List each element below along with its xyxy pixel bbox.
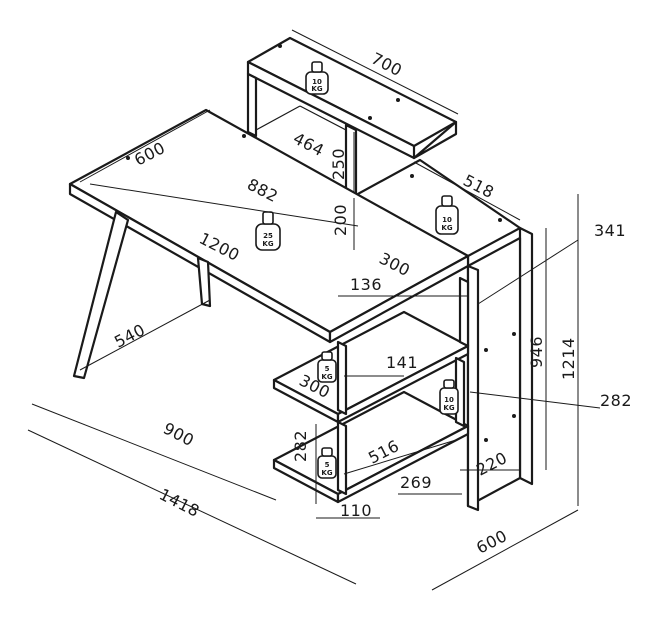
top-shelf-unit [246, 36, 458, 197]
svg-text:KG: KG [321, 373, 332, 381]
svg-text:10: 10 [442, 216, 452, 224]
right-side-panel [466, 236, 522, 512]
dim-269: 269 [400, 473, 432, 492]
dim-700: 700 [368, 49, 405, 80]
svg-text:5: 5 [325, 365, 330, 373]
dim-136: 136 [350, 275, 382, 294]
svg-text:KG: KG [262, 240, 273, 248]
weight-lower-right: 10 KG [439, 379, 459, 415]
dim-341: 341 [594, 221, 626, 240]
dim-110: 110 [340, 501, 372, 520]
svg-text:KG: KG [321, 469, 332, 477]
svg-text:10: 10 [444, 396, 454, 404]
svg-text:KG: KG [311, 85, 322, 93]
svg-text:10: 10 [312, 78, 322, 86]
dim-900: 900 [160, 419, 197, 450]
svg-text:25: 25 [263, 232, 273, 240]
dim-1418: 1418 [156, 485, 203, 521]
middle-side-shelf [272, 276, 470, 424]
dim-600-base: 600 [473, 526, 510, 557]
dim-540: 540 [111, 320, 148, 351]
weight-upper-right: 10 KG [435, 195, 459, 235]
dim-200: 200 [331, 204, 350, 236]
dim-250: 250 [329, 148, 348, 180]
dimension-lines [27, 29, 601, 591]
svg-text:KG: KG [443, 404, 454, 412]
weight-top-shelf: 10 KG [305, 61, 329, 95]
dim-282-side: 282 [291, 430, 310, 462]
weight-middle-shelf: 5 KG [317, 351, 337, 383]
weight-bottom-shelf: 5 KG [317, 447, 337, 479]
svg-text:5: 5 [325, 461, 330, 469]
dim-1214: 1214 [559, 337, 578, 380]
dim-141: 141 [386, 353, 418, 372]
desk-legs [72, 210, 212, 380]
weight-desk-top: 25 KG [255, 211, 281, 251]
dim-946: 946 [527, 336, 546, 368]
svg-text:KG: KG [441, 224, 452, 232]
dim-464: 464 [290, 129, 327, 160]
dim-282-right: 282 [600, 391, 632, 410]
